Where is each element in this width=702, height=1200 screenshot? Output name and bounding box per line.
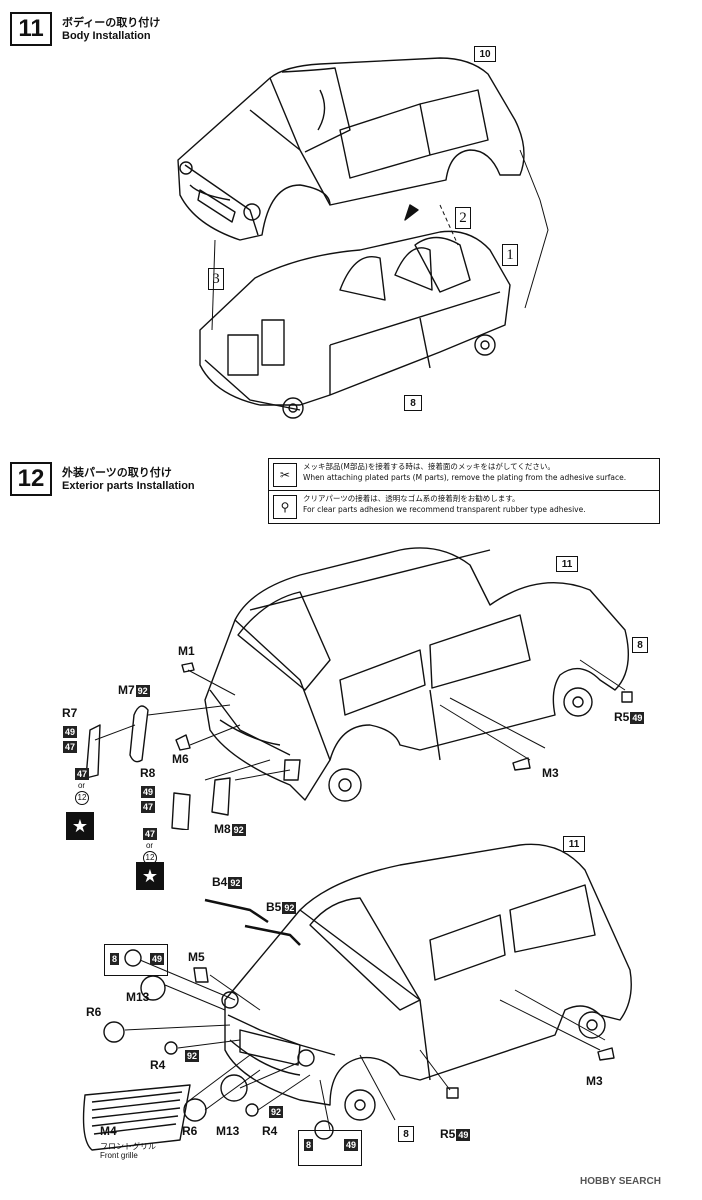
plated-parts-icon: ✂ — [273, 463, 297, 487]
label-m3-lower: M3 — [586, 1074, 603, 1088]
lower-ref-chassis: 8 — [398, 1126, 414, 1142]
upper-ref-body: 11 — [556, 556, 578, 572]
star-icon-2: ★ — [136, 862, 164, 890]
watermark: HOBBY SEARCH — [580, 1176, 661, 1187]
step-11-ref-body: 10 — [474, 46, 496, 62]
r5-lower-text: R5 — [440, 1127, 456, 1141]
badge1-color-a: 8 — [110, 953, 120, 965]
star-icon: ★ — [66, 812, 94, 840]
front-grille-jp: フロントグリル — [100, 1142, 156, 1151]
m7-color: 92 — [135, 684, 150, 697]
callout-3: 3 — [208, 268, 224, 290]
r8-or: or — [145, 841, 154, 850]
label-r4-b: R4 — [262, 1124, 278, 1138]
glue-icon: ⚲ — [273, 495, 297, 519]
b4-color: 92 — [228, 876, 243, 889]
step-11-ref-chassis: 8 — [404, 395, 422, 411]
r4-b-color: 92 — [269, 1106, 284, 1118]
note-plated-jp: メッキ部品(M部品)を接着する時は、接着面のメッキをはがしてください。 — [303, 462, 555, 471]
r5-upper-text: R5 — [614, 710, 630, 724]
note-plated-parts: ✂ メッキ部品(M部品)を接着する時は、接着面のメッキをはがしてください。 Wh… — [269, 461, 659, 487]
r5-lower-color: 49 — [456, 1128, 471, 1141]
callout-2: 2 — [455, 207, 471, 229]
step-12-title-en: Exterior parts Installation — [62, 480, 195, 492]
step-11-title-jp: ボディーの取り付け — [62, 16, 161, 29]
m8-color: 92 — [231, 823, 246, 836]
callout-1: 1 — [502, 244, 518, 266]
b4-text: B4 — [212, 875, 228, 889]
note-clear-en: For clear parts adhesion we recommend tr… — [303, 505, 586, 514]
r8-alt-1: 47 — [143, 828, 158, 840]
upper-ref-chassis: 8 — [632, 637, 648, 653]
badge-detail-2: 8 49 — [298, 1130, 362, 1166]
b5-text: B5 — [266, 900, 282, 914]
r8-color-1: 49 — [141, 785, 156, 798]
r7-alt: 47 or 12 — [74, 768, 90, 805]
note-clear-jp: クリアパーツの接着は、透明なゴム系の接着剤をお勧めします。 — [303, 494, 520, 503]
r4-a-color: 92 — [185, 1050, 200, 1062]
note-clear-parts: ⚲ クリアパーツの接着は、透明なゴム系の接着剤をお勧めします。 For clea… — [269, 493, 659, 519]
m8-text: M8 — [214, 822, 231, 836]
label-m5: M5 — [188, 950, 205, 964]
step-12-number: 12 — [10, 462, 52, 496]
r7-color-1: 49 — [63, 725, 78, 738]
badge-detail-1: 8 49 — [104, 944, 168, 976]
front-parts-diagram — [82, 843, 632, 1151]
body-installation-diagram — [177, 57, 549, 419]
label-m3-upper: M3 — [542, 766, 559, 780]
badge2-color-a: 8 — [304, 1139, 314, 1151]
r7-alt-1: 47 — [75, 768, 90, 780]
r8-color-2: 47 — [141, 800, 156, 813]
b5-color: 92 — [282, 901, 297, 914]
r7-or: or — [77, 781, 86, 790]
label-m13-b: M13 — [216, 1124, 240, 1138]
label-m4: M4 — [100, 1124, 117, 1138]
label-m6: M6 — [172, 752, 189, 766]
r7-color-2: 47 — [63, 740, 78, 753]
label-r6-a: R6 — [86, 1005, 102, 1019]
label-r8: R8 — [140, 766, 156, 780]
r5-upper-color: 49 — [630, 711, 645, 724]
r8-alt: 47 or 12 — [142, 828, 158, 865]
r7-colors: 49 47 — [62, 724, 78, 754]
front-grille-en: Front grille — [100, 1151, 138, 1160]
step-11-number: 11 — [10, 12, 52, 46]
label-r4-a: R4 — [150, 1058, 166, 1072]
lower-ref-body: 11 — [563, 836, 585, 852]
badge2-color-b: 49 — [344, 1139, 359, 1151]
r7-alt-2: 12 — [75, 791, 89, 805]
adhesive-notes-box: ✂ メッキ部品(M部品)を接着する時は、接着面のメッキをはがしてください。 Wh… — [268, 458, 660, 524]
label-m13-a: M13 — [126, 990, 150, 1004]
label-r7: R7 — [62, 706, 78, 720]
m7-text: M7 — [118, 683, 135, 697]
step-11-title-en: Body Installation — [62, 30, 151, 42]
badge1-color-b: 49 — [150, 953, 165, 965]
rear-parts-diagram — [85, 547, 633, 830]
r8-colors: 49 47 — [140, 784, 156, 814]
label-m1: M1 — [178, 644, 195, 658]
step-12-title-jp: 外装パーツの取り付け — [62, 466, 172, 479]
label-r6-b: R6 — [182, 1124, 198, 1138]
note-plated-en: When attaching plated parts (M parts), r… — [303, 473, 627, 482]
